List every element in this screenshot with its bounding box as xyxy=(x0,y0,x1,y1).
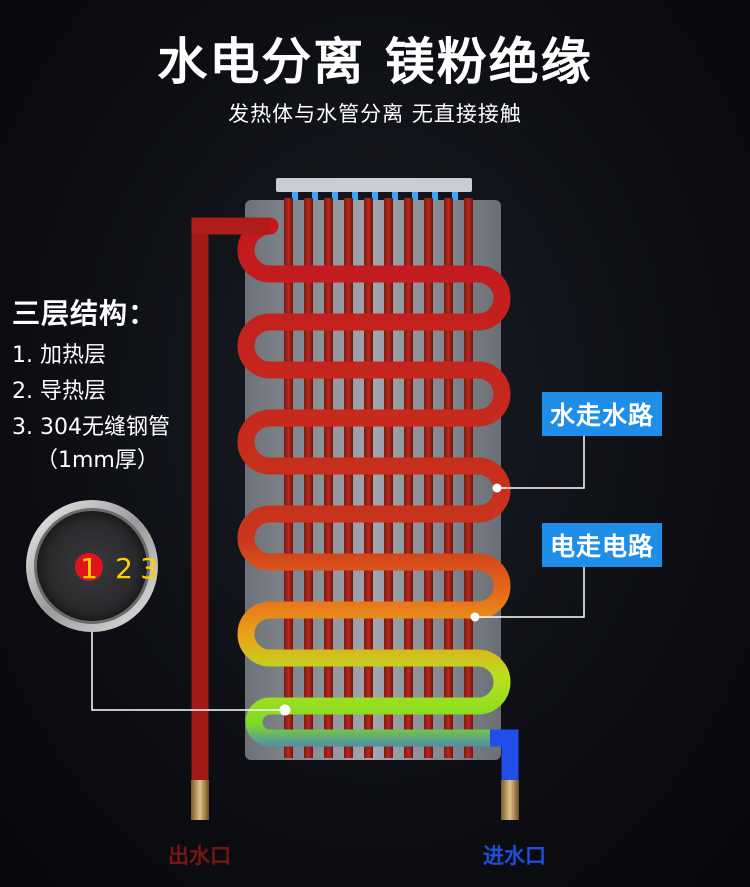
page-title: 水电分离 镁粉绝缘 xyxy=(157,32,593,91)
page-subtitle: 发热体与水管分离 无直接接触 xyxy=(228,102,522,126)
cross-section-icon: 1 2 3 xyxy=(26,500,158,632)
structure-item-steel-pipe: 3. 304无缝钢管 xyxy=(12,415,170,440)
structure-title: 三层结构： xyxy=(12,297,158,330)
cross-section-label-2: 2 xyxy=(115,552,133,585)
outlet-fitting xyxy=(191,780,209,820)
cross-section-label-3: 3 xyxy=(140,552,158,585)
callout-dots xyxy=(279,483,502,716)
electric-path-tag: 电走电路 xyxy=(542,523,663,567)
heating-rods xyxy=(284,198,473,758)
structure-item-conduction: 2. 导热层 xyxy=(12,379,106,404)
inlet-pipe xyxy=(490,729,519,782)
callout-lines xyxy=(91,428,585,711)
water-path-tag: 水走水路 xyxy=(542,392,663,436)
structure-item-heating: 1. 加热层 xyxy=(12,343,106,368)
top-connector-bar xyxy=(276,178,472,192)
outlet-label: 出水口 xyxy=(168,844,231,868)
layer-1-marker xyxy=(75,553,103,581)
outlet-top-bend xyxy=(191,217,270,235)
terminal-pins xyxy=(292,192,458,200)
three-layer-structure: 三层结构： 1. 加热层 2. 导热层 3. 304无缝钢管 （1mm厚） xyxy=(12,292,170,476)
inlet-fitting xyxy=(501,780,519,820)
inlet-label: 进水口 xyxy=(483,844,546,868)
cross-section-label-1: 1 xyxy=(80,552,98,585)
serpentine-water-pipe xyxy=(191,217,519,790)
structure-item-thickness-note: （1mm厚） xyxy=(36,448,159,473)
